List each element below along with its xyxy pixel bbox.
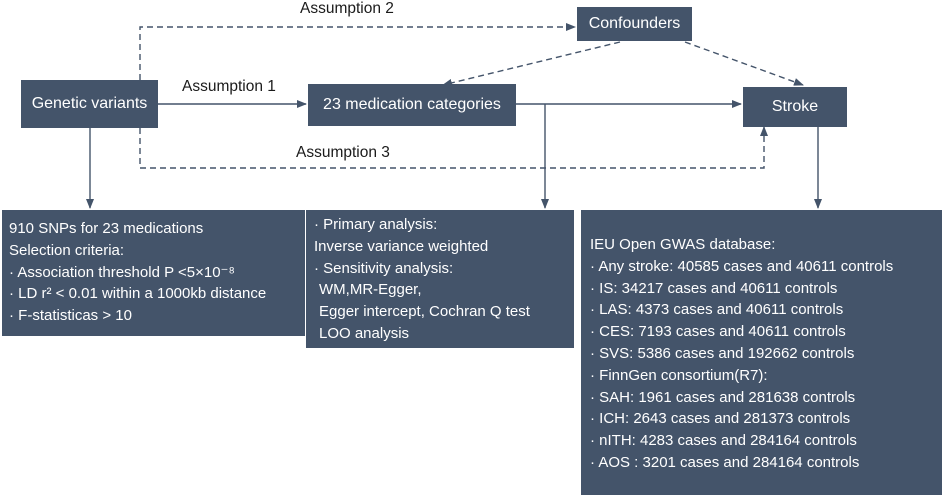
- panel-line: · F-statisticas > 10: [9, 307, 132, 325]
- stroke-node: Stroke: [743, 87, 847, 127]
- arrow-assumption-2: [139, 23, 576, 80]
- genetic-variants-label: Genetic variants: [31, 95, 148, 112]
- assumption-2-label: Assumption 2: [300, 0, 394, 17]
- panel-line: · SVS: 5386 cases and 192662 controls: [590, 344, 855, 362]
- panel-line: · Association threshold P <5×10⁻⁸: [9, 263, 235, 281]
- confounders-node: Confounders: [577, 7, 692, 41]
- panel-line: · LD r² < 0.01 within a 1000kb distance: [9, 285, 267, 303]
- panel-line: · SAH: 1961 cases and 281638 controls: [590, 388, 856, 406]
- panel-line: Selection criteria:: [9, 241, 125, 259]
- panel-line: · ICH: 2643 cases and 281373 controls: [590, 410, 851, 428]
- panel-line: · Any stroke: 40585 cases and 40611 cont…: [590, 257, 894, 275]
- panel-line: · nITH: 4283 cases and 284164 controls: [590, 432, 857, 450]
- panel-line: · Primary analysis:: [314, 216, 438, 233]
- panel-line: · IS: 34217 cases and 40611 controls: [590, 279, 838, 297]
- panel-line: · AOS : 3201 cases and 284164 controls: [590, 453, 860, 471]
- arrow-assumption-3: [139, 126, 768, 169]
- panel-line: WM,MR-Egger,: [319, 281, 422, 299]
- panel-line: LOO analysis: [319, 324, 410, 342]
- stroke-label: Stroke: [771, 98, 819, 115]
- medication-categories-label: 23 medication categories: [323, 96, 501, 113]
- panel-line: 910 SNPs for 23 medications: [9, 220, 204, 237]
- snp-criteria-panel: 910 SNPs for 23 medications Selection cr…: [2, 210, 305, 336]
- gwas-database-panel: IEU Open GWAS database: · Any stroke: 40…: [581, 210, 942, 495]
- panel-line: · CES: 7193 cases and 40611 controls: [590, 323, 846, 341]
- assumption-1-label: Assumption 1: [182, 78, 276, 95]
- genetic-variants-node: Genetic variants: [21, 80, 158, 128]
- panel-line: · LAS: 4373 cases and 40611 controls: [590, 301, 844, 319]
- confounders-label: Confounders: [588, 15, 681, 32]
- assumption-3-label: Assumption 3: [296, 144, 390, 161]
- arrow-confounders-stroke: [684, 41, 804, 86]
- panel-line: · Sensitivity analysis:: [314, 259, 454, 277]
- analysis-methods-panel: · Primary analysis: Inverse variance wei…: [306, 210, 574, 348]
- panel-line: · FinnGen consortium(R7):: [590, 366, 768, 384]
- medication-categories-node: 23 medication categories: [308, 84, 516, 126]
- arrow-confounders-medication: [442, 41, 621, 87]
- panel-line: Inverse variance weighted: [314, 237, 489, 255]
- panel-line: IEU Open GWAS database:: [590, 236, 776, 253]
- panel-line: Egger intercept, Cochran Q test: [319, 303, 530, 321]
